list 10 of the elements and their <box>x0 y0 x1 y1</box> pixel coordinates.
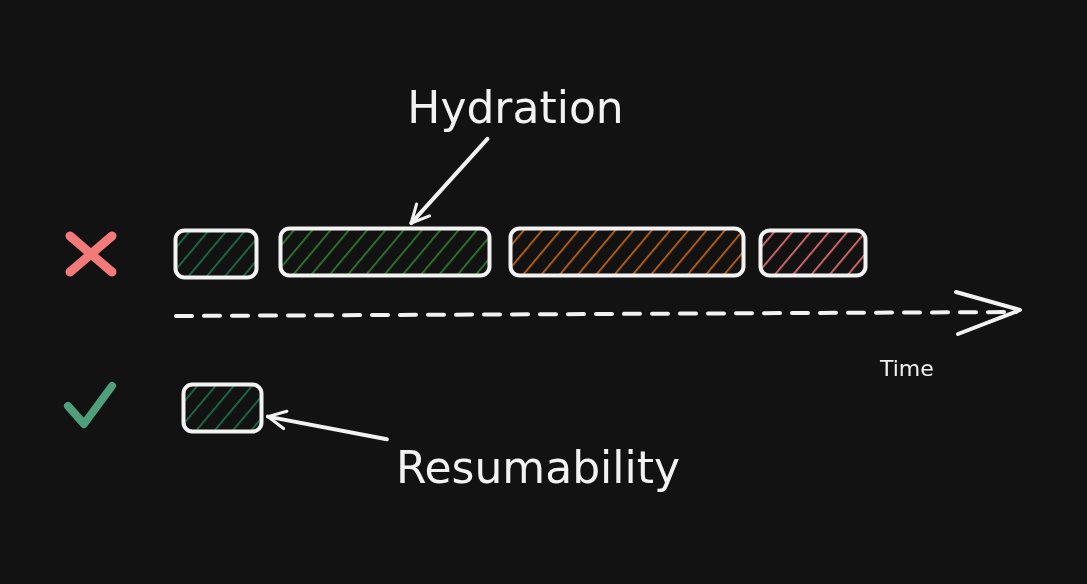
hatched-bar <box>758 228 868 278</box>
callout-text: Resumability <box>378 440 698 496</box>
callout-text: Hydration <box>368 80 663 136</box>
hatched-bar <box>181 382 264 434</box>
arrow <box>409 136 490 226</box>
hatched-bar <box>508 226 746 278</box>
hatched-bar <box>173 228 259 280</box>
hatched-bar <box>278 226 492 278</box>
arrow <box>265 409 389 442</box>
axis-label: Time <box>880 356 934 381</box>
